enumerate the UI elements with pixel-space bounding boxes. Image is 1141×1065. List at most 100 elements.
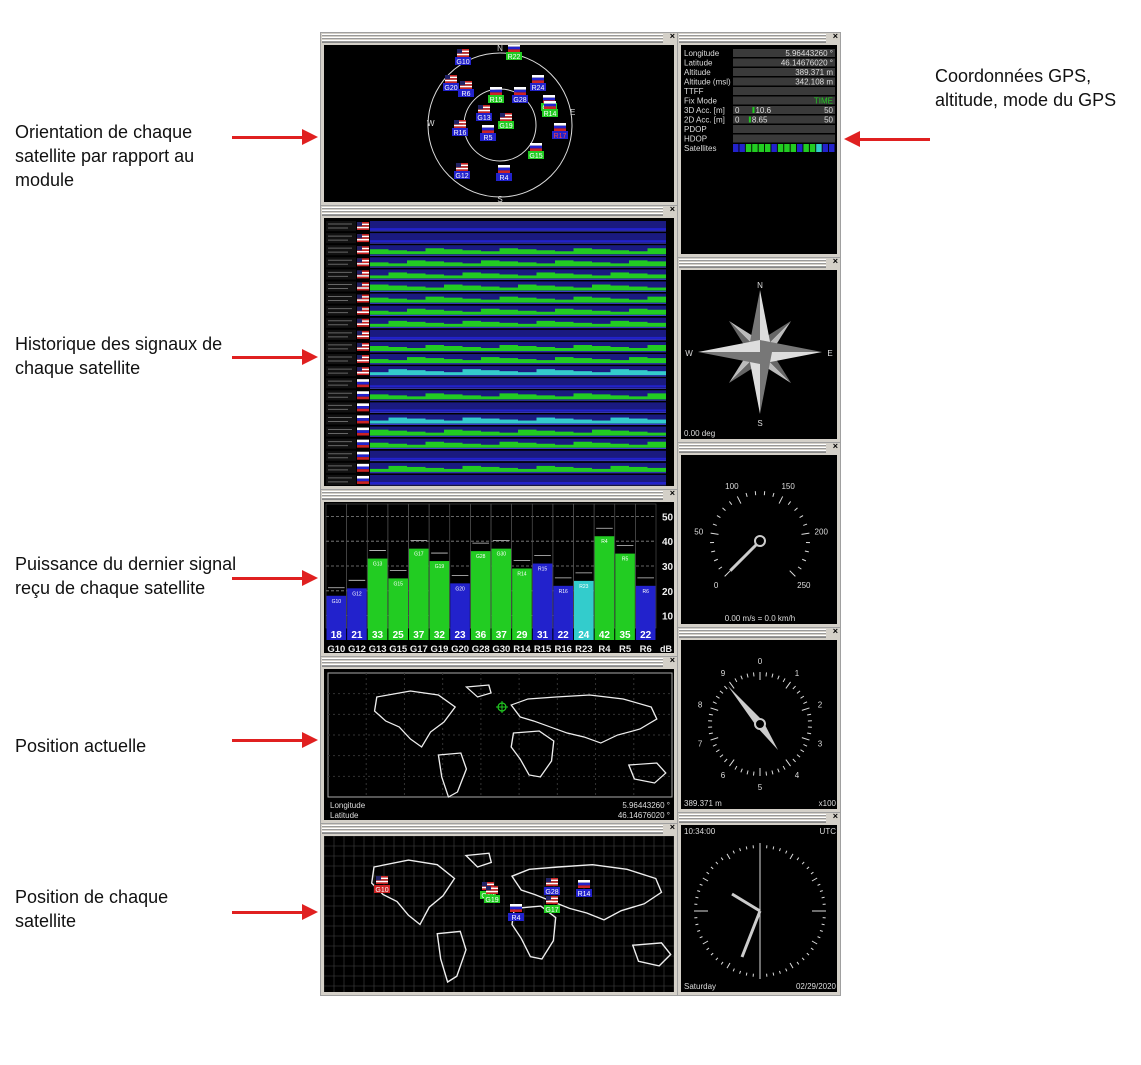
history-cell (610, 336, 629, 339)
history-cell (647, 228, 666, 231)
history-cell (425, 467, 444, 472)
signal-history (324, 218, 674, 486)
close-icon[interactable]: × (669, 822, 675, 832)
history-cell (573, 274, 592, 279)
gauge-tick (746, 770, 749, 775)
close-icon[interactable]: × (669, 31, 675, 41)
close-icon[interactable]: × (832, 811, 838, 821)
satellite-label[interactable]: G15 (529, 153, 542, 160)
satellite-label[interactable]: R16 (454, 130, 467, 137)
signal-bars-titlebar[interactable] (322, 491, 663, 500)
satmap-label[interactable]: R4 (512, 915, 521, 922)
satellite-flag (500, 113, 512, 121)
clock-tick (819, 890, 823, 893)
history-cell (499, 322, 518, 327)
history-cell (499, 309, 518, 315)
history-cell (592, 429, 611, 436)
satellite-label[interactable]: R6 (462, 91, 471, 98)
signal-history-titlebar[interactable] (322, 207, 663, 216)
satmap-label[interactable]: R14 (578, 891, 591, 898)
clock-tick (726, 962, 731, 969)
satmap-flag (486, 886, 498, 894)
history-cell (425, 322, 444, 327)
compass-titlebar[interactable] (679, 259, 826, 268)
satellite-label[interactable]: R4 (500, 175, 509, 182)
satellite-label[interactable]: G28 (513, 97, 526, 104)
gauge-tick (740, 675, 743, 680)
history-row-label (326, 293, 356, 304)
satmap-label[interactable]: G17 (545, 907, 558, 914)
clock-tick (789, 853, 794, 860)
position-map-titlebar[interactable] (322, 658, 663, 667)
history-cell (425, 419, 444, 424)
satellite-label[interactable]: R15 (490, 97, 503, 104)
satellite-label[interactable]: R24 (532, 85, 545, 92)
history-row-track (370, 462, 666, 473)
satellite-label[interactable]: R22 (508, 54, 521, 61)
clock-tick (702, 877, 709, 882)
satellite-indicator (829, 144, 835, 152)
altimeter-tick-label: 3 (818, 739, 823, 748)
clock-tick (778, 970, 781, 974)
satellite-label[interactable]: R17 (554, 133, 567, 140)
history-cell (647, 296, 666, 303)
satellite-map-titlebar[interactable] (322, 825, 663, 834)
altimeter-tick-label: 2 (818, 701, 823, 710)
history-row-flag (357, 391, 369, 400)
history-cell (629, 348, 648, 351)
history-cell (444, 468, 463, 472)
history-cell (425, 385, 444, 388)
accuracy-label: 2D Acc. [m] (684, 116, 725, 125)
history-cell (481, 482, 500, 484)
clock-tick (796, 857, 800, 861)
signal-bar (574, 580, 594, 628)
history-cell (499, 409, 518, 412)
history-cell (555, 240, 574, 243)
category-label: G30 (492, 644, 510, 653)
satmap-label[interactable]: G28 (545, 889, 558, 896)
close-icon[interactable]: × (832, 31, 838, 41)
satellite-label[interactable]: G12 (455, 173, 468, 180)
history-cell (647, 336, 666, 339)
close-icon[interactable]: × (832, 256, 838, 266)
satellite-label[interactable]: R5 (484, 135, 493, 142)
bar-sat-label: G15 (393, 581, 403, 587)
close-icon[interactable]: × (669, 655, 675, 665)
clock-tick (819, 929, 823, 932)
satellite-label[interactable]: G10 (456, 59, 469, 66)
clock-tick (697, 929, 701, 932)
close-icon[interactable]: × (669, 204, 675, 214)
close-icon[interactable]: × (669, 488, 675, 498)
history-cell (481, 409, 500, 412)
category-label: G13 (369, 644, 387, 653)
history-row-flag (357, 246, 369, 255)
sky-view-titlebar[interactable] (322, 34, 663, 43)
altimeter-titlebar[interactable] (679, 629, 826, 638)
history-cell (407, 466, 426, 472)
arrow-sat-position (232, 904, 318, 920)
clock-tick (710, 952, 714, 956)
satellite-label[interactable]: G20 (444, 85, 457, 92)
history-row-flag (357, 451, 369, 460)
history-cell (573, 371, 592, 376)
speedometer-titlebar[interactable] (679, 444, 826, 453)
satellite-flag (454, 120, 466, 128)
info-row-value: TIME (814, 97, 833, 106)
history-cell (388, 347, 407, 351)
satmap-label[interactable]: G19 (485, 897, 498, 904)
compass-rose (698, 290, 822, 414)
history-cell (536, 240, 555, 243)
gps-info-titlebar[interactable] (679, 34, 826, 43)
satellite-label[interactable]: G13 (477, 115, 490, 122)
satellite-label[interactable]: R14 (544, 111, 557, 118)
compass-south: S (757, 419, 762, 428)
satellite-label[interactable]: G19 (499, 123, 512, 130)
close-icon[interactable]: × (832, 441, 838, 451)
satmap-label[interactable]: G10 (375, 887, 388, 894)
history-cell (610, 385, 629, 388)
history-row-flag (357, 282, 369, 291)
clock-titlebar[interactable] (679, 814, 826, 823)
close-icon[interactable]: × (832, 626, 838, 636)
gauge-tick (765, 672, 768, 677)
satellite-indicator (752, 144, 758, 152)
